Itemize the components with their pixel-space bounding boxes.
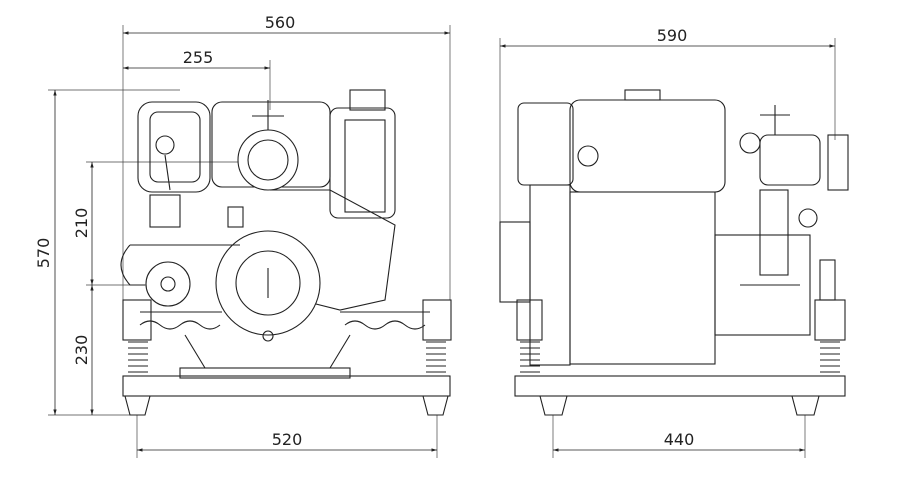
side-view: 590 440 xyxy=(499,26,849,458)
dimension-520: 520 xyxy=(136,415,438,458)
dimension-255: 255 xyxy=(123,48,271,110)
dimension-label: 230 xyxy=(72,335,91,366)
dimension-440: 440 xyxy=(552,415,806,458)
dimension-label: 440 xyxy=(664,430,695,449)
dimension-label: 570 xyxy=(34,238,53,269)
front-view: 560 255 570 210 230 520 xyxy=(34,13,452,458)
dimension-570: 570 xyxy=(34,89,180,416)
dimension-560: 560 xyxy=(122,13,451,300)
dimension-label: 560 xyxy=(265,13,296,32)
dimension-590: 590 xyxy=(499,26,836,300)
pump-front-outline xyxy=(120,89,452,416)
pump-side-outline xyxy=(499,89,849,416)
dimension-label: 210 xyxy=(72,208,91,239)
dimension-label: 255 xyxy=(183,48,214,67)
dimension-label: 520 xyxy=(272,430,303,449)
dimension-label: 590 xyxy=(657,26,688,45)
dimension-210-230: 210 230 xyxy=(72,161,240,415)
